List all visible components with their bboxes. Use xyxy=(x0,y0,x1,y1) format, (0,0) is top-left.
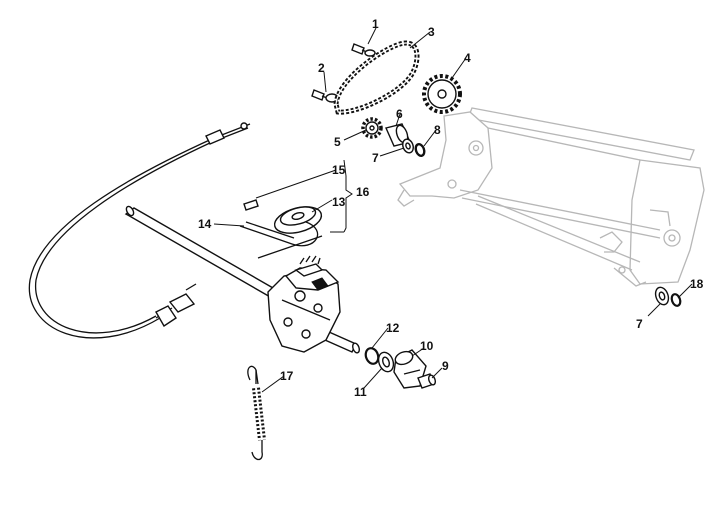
callout-4: 4 xyxy=(464,51,471,65)
part-13-pulley xyxy=(273,206,323,234)
part-9-pin xyxy=(417,373,436,389)
callout-10: 10 xyxy=(420,339,434,353)
part-4-sprocket xyxy=(422,74,462,114)
callout-15: 15 xyxy=(332,163,346,177)
gearbox xyxy=(267,255,341,353)
callout-1: 1 xyxy=(372,17,379,31)
part-15-key xyxy=(243,199,259,211)
callout-16: 16 xyxy=(356,185,370,199)
callout-7-lower: 7 xyxy=(636,317,643,331)
callout-5: 5 xyxy=(334,135,341,149)
part-14-belt xyxy=(239,221,323,259)
callout-labels: 1 2 3 4 5 6 7 7 8 9 10 11 12 13 14 15 16… xyxy=(198,17,704,399)
part-2-bolt xyxy=(311,89,339,103)
part-8-circlip xyxy=(414,142,426,158)
callout-18: 18 xyxy=(690,277,704,291)
part-3-chain xyxy=(333,40,420,115)
part-1-bolt xyxy=(351,43,376,57)
callout-2: 2 xyxy=(318,61,325,75)
callout-7-upper: 7 xyxy=(372,151,379,165)
callout-12: 12 xyxy=(386,321,400,335)
roller-frame-ghost xyxy=(397,107,705,287)
part-11-bearing xyxy=(377,351,395,373)
callout-6: 6 xyxy=(396,107,403,121)
drive-cable xyxy=(28,122,251,339)
callout-3: 3 xyxy=(428,25,435,39)
part-18-circlip xyxy=(670,293,682,307)
leader-lines xyxy=(213,27,693,393)
part-17-spring xyxy=(247,365,266,461)
bracket-16 xyxy=(330,159,353,233)
part-5-small-sprocket xyxy=(361,117,383,139)
part-7-washer-lower xyxy=(654,286,670,306)
part-12-o-ring xyxy=(364,347,380,365)
callout-13: 13 xyxy=(332,195,346,209)
callout-8: 8 xyxy=(434,123,441,137)
callout-17: 17 xyxy=(280,369,294,383)
callout-11: 11 xyxy=(354,385,367,399)
callout-14: 14 xyxy=(198,217,212,231)
callout-9: 9 xyxy=(442,359,449,373)
